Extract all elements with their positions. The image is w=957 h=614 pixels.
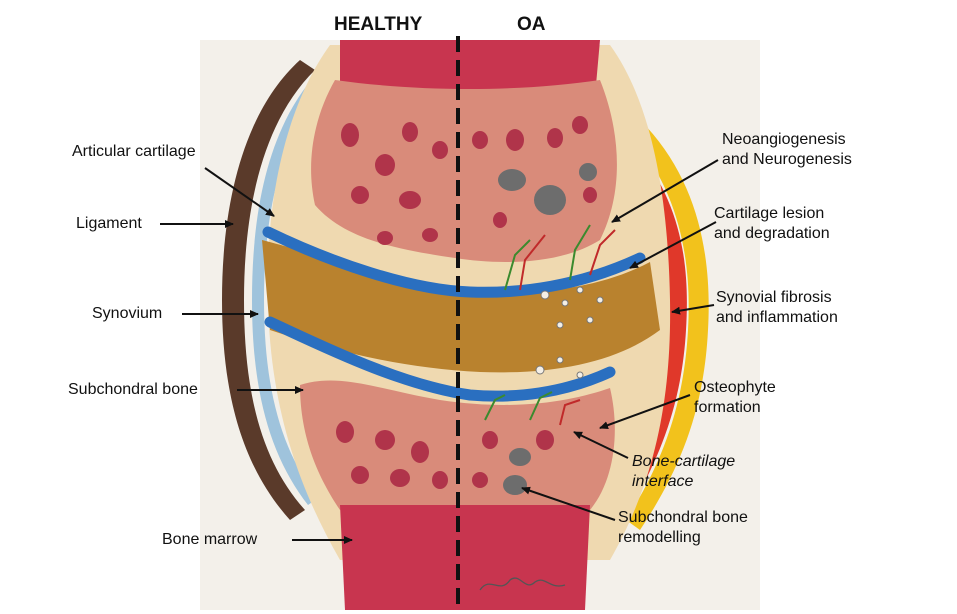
synovium-left [252,72,328,505]
label-synovial-fibrosis-line1: Synovial fibrosis [716,289,832,306]
upper-cartilage [262,226,646,298]
arrow-cartilage-lesion [629,221,717,269]
cartilage-debris [535,286,604,379]
label-osteophyte-line2: formation [694,399,761,416]
header-oa: OA [517,14,546,35]
label-neoangiogenesis-line1: Neoangiogenesis [722,131,846,148]
label-cartilage-lesion: Cartilage lesion and degradation [714,204,830,244]
label-cartilage-lesion-line2: and degradation [714,225,830,242]
arrow-articular-cartilage [204,167,275,217]
label-osteophyte: Osteophyte formation [694,378,776,418]
femur-bone [311,80,617,263]
lower-cartilage [264,316,616,402]
neovessels [484,224,616,426]
lower-marrow-spots [336,421,554,489]
upper-marrow [340,40,600,93]
header-healthy: HEALTHY [334,14,423,35]
label-subchondral-remodelling: Subchondral bone remodelling [618,508,748,548]
label-bone-marrow: Bone marrow [162,531,258,548]
artist-signature [479,577,566,591]
label-osteophyte-line1: Osteophyte [694,379,776,396]
label-articular-cartilage: Articular cartilage [72,143,196,160]
label-subchondral-remodelling-line2: remodelling [618,529,701,546]
label-ligament: Ligament [76,215,142,232]
arrow-neoangiogenesis [611,159,719,223]
ligament-band [222,60,315,520]
lower-lesions [503,448,531,495]
label-cartilage-lesion-line1: Cartilage lesion [714,205,825,222]
label-bone-cartilage-interface-line2: interface [632,473,694,490]
label-bone-cartilage-interface: Bone-cartilage interface [632,452,735,492]
label-subchondral-bone: Subchondral bone [68,381,198,398]
upper-lesions [498,163,597,215]
inflammation-red [616,140,687,512]
arrow-subchondral-remodelling [521,486,616,521]
label-neoangiogenesis: Neoangiogenesis and Neurogenesis [722,130,852,170]
label-synovial-fibrosis-line2: and inflammation [716,309,838,326]
arrow-bone-cartilage-interface [573,431,629,459]
label-subchondral-remodelling-line1: Subchondral bone [618,509,748,526]
label-bone-cartilage-interface-line1: Bone-cartilage [632,453,736,470]
lower-marrow [340,505,590,610]
label-synovial-fibrosis: Synovial fibrosis and inflammation [716,288,838,328]
arrow-osteophyte [599,394,691,430]
upper-marrow-spots [341,116,597,245]
label-synovium: Synovium [92,305,163,322]
label-neoangiogenesis-line2: and Neurogenesis [722,151,852,168]
inflammation-yellow [626,120,709,530]
arrow-synovial-fibrosis [671,304,715,315]
